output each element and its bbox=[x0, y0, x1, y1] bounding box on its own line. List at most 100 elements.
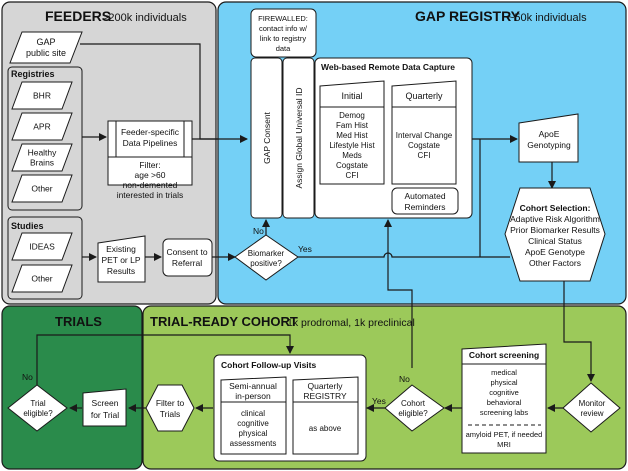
firewalled-label: FIREWALLED:contact info w/link to regist… bbox=[258, 14, 308, 53]
pipelines-box bbox=[107, 120, 193, 186]
text-line: screening labs bbox=[480, 408, 529, 417]
connectors bbox=[36, 43, 595, 412]
apoe-shape bbox=[518, 113, 579, 163]
text-line: Cogstate bbox=[408, 141, 441, 150]
text-line: Other bbox=[31, 274, 52, 284]
registry-item-shape bbox=[11, 174, 73, 203]
existing-results-shape bbox=[97, 235, 146, 283]
text-line: behavioral bbox=[487, 398, 522, 407]
cohort-no-label: No bbox=[399, 374, 410, 384]
text-line: Interval Change bbox=[396, 131, 453, 140]
cohort-selection-title: Cohort Selection: bbox=[520, 203, 591, 213]
cohort-title: TRIAL-READY COHORT bbox=[150, 314, 298, 329]
rdc-title: Web-based Remote Data Capture bbox=[321, 62, 455, 72]
text-line: Clinical Status bbox=[528, 236, 582, 246]
screening-title: Cohort screening bbox=[469, 350, 539, 360]
text-line: Other bbox=[31, 184, 52, 194]
feeders-subtitle: >200k individuals bbox=[102, 12, 187, 24]
registry-item-label: BHR bbox=[33, 91, 51, 101]
text-line: assessments bbox=[230, 439, 277, 448]
assign-id-box bbox=[282, 57, 315, 219]
text-line: cognitive bbox=[237, 419, 269, 428]
text-line: CFI bbox=[418, 151, 431, 160]
registry-title: GAP REGISTRY bbox=[415, 8, 521, 24]
feeders-title: FEEDERS bbox=[45, 8, 111, 24]
semiannual-body bbox=[220, 401, 287, 455]
filter-trials-hexagon bbox=[145, 384, 195, 432]
text-line: Brains bbox=[30, 158, 54, 168]
study-item-shape bbox=[11, 232, 73, 261]
screen-trial-shape bbox=[82, 388, 127, 427]
registry-item-shape bbox=[11, 81, 73, 110]
cohort-eligible-diamond bbox=[384, 384, 445, 432]
registry-item-label: APR bbox=[33, 122, 50, 132]
text-line: BHR bbox=[33, 91, 51, 101]
rdc-quarterly-header-label: Quarterly bbox=[405, 91, 443, 101]
text-line: Cogstate bbox=[336, 161, 369, 170]
text-line: Demog bbox=[339, 111, 365, 120]
text-line: IDEAS bbox=[29, 242, 55, 252]
registry-item-label: Other bbox=[31, 184, 52, 194]
connector-public-site-to-consent bbox=[80, 43, 248, 143]
text-line: Prior Biomarker Results bbox=[510, 225, 600, 235]
text-line: APR bbox=[33, 122, 50, 132]
text-line: physical bbox=[490, 378, 517, 387]
text-line: Meds bbox=[342, 151, 362, 160]
studies-label: Studies bbox=[11, 221, 44, 231]
trial-no-label: No bbox=[22, 372, 33, 382]
gap-consent-label: GAP Consent bbox=[262, 111, 272, 163]
text-line: medical bbox=[491, 368, 517, 377]
cohort-selection-shape bbox=[504, 187, 606, 282]
text-line: Adaptive Risk Algorithm bbox=[510, 214, 600, 224]
monitor-review-diamond bbox=[562, 382, 621, 433]
rdc-initial-header-label: Initial bbox=[341, 91, 362, 101]
text-line: Other Factors bbox=[529, 258, 581, 268]
text-line: Fam Hist bbox=[336, 121, 369, 130]
connector-trial-no-to-followup bbox=[36, 334, 294, 385]
biomarker-yes-label: Yes bbox=[298, 244, 312, 254]
quarterly-registry-items: as above bbox=[309, 424, 342, 433]
trials-title: TRIALS bbox=[55, 314, 102, 329]
text-line: Healthy bbox=[28, 148, 58, 158]
gap-consent-box bbox=[250, 57, 283, 219]
reminders-box bbox=[391, 187, 459, 215]
followup-title: Cohort Follow-up Visits bbox=[221, 360, 316, 370]
rdc-initial-body bbox=[319, 106, 385, 185]
registry-item-shape bbox=[11, 143, 73, 172]
trials-panel bbox=[1, 305, 143, 470]
text-line: Med Hist bbox=[336, 131, 368, 140]
biomarker-diamond bbox=[234, 234, 299, 281]
connector-cohort-no-to-rdc bbox=[384, 219, 413, 368]
cohort-yes-label: Yes bbox=[372, 396, 386, 406]
text-line: Lifestyle Hist bbox=[329, 141, 375, 150]
study-item-label: IDEAS bbox=[29, 242, 55, 252]
consent-referral-box bbox=[162, 238, 213, 277]
study-item-shape bbox=[11, 264, 73, 293]
biomarker-no-label: No bbox=[253, 226, 264, 236]
assign-id-label: Assign Global Universal ID bbox=[294, 87, 304, 188]
text-line: physical bbox=[239, 429, 268, 438]
text-line: clinical bbox=[241, 409, 265, 418]
cohort-subtitle: 1k prodromal, 1k preclinical bbox=[287, 317, 415, 329]
screening-box bbox=[461, 343, 547, 454]
